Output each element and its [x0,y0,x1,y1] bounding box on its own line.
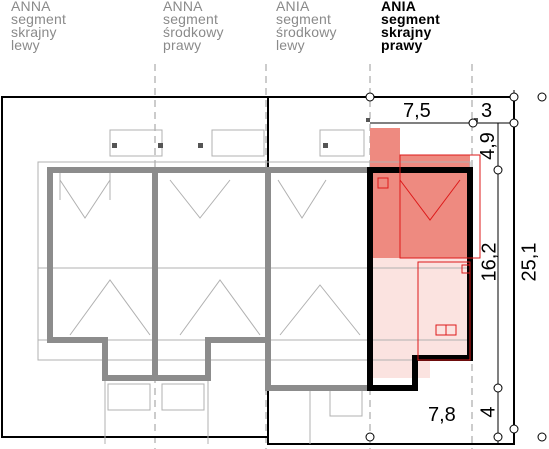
segment-line-3: prawy [381,37,423,53]
dimension-top-right-offset: 3 [481,100,493,122]
segment-label-3: ANIA segment środkowy lewy [276,0,337,52]
dimension-markers [365,92,547,442]
active-segment-details [377,154,481,361]
segment-line-2: skrajny [381,24,432,40]
lower-floor-fill [370,258,470,378]
dimension-total-depth: 25,1 [518,242,541,282]
segment-line-3: lewy [276,37,305,53]
segment-line-2: skrajny [11,24,57,40]
segment-name: ANNA [163,0,203,14]
left-plot-boundary [1,96,269,438]
segment-label-4: ANIA segment skrajny prawy [381,0,440,52]
active-segment-outline [367,167,473,391]
segment-line-3: prawy [163,37,202,53]
segment-label-1: ANNA segment skrajny lewy [11,0,66,52]
dimension-building-depth: 16,2 [478,242,501,282]
highlighted-segment-fill [370,128,470,378]
segment-line-1: segment [11,11,67,27]
neighbor-segments-outline [47,167,370,391]
segment-line-1: segment [163,11,219,27]
segment-name: ANIA [276,0,310,14]
dimension-bottom-width: 7,8 [428,404,456,426]
segment-line-1: segment [381,11,440,27]
dimension-upper-depth: 4,9 [476,132,499,160]
segment-line-2: środkowy [276,24,337,40]
segment-label-2: ANNA segment środkowy prawy [163,0,224,52]
segment-name: ANNA [11,0,51,14]
segment-line-2: środkowy [163,24,224,40]
segment-name: ANIA [381,0,417,14]
dimension-top-width: 7,5 [403,100,431,122]
segment-line-1: segment [276,11,332,27]
segment-line-3: lewy [11,37,40,53]
front-yard-fill [370,128,400,170]
dimension-bottom-offset: 4 [477,406,500,418]
